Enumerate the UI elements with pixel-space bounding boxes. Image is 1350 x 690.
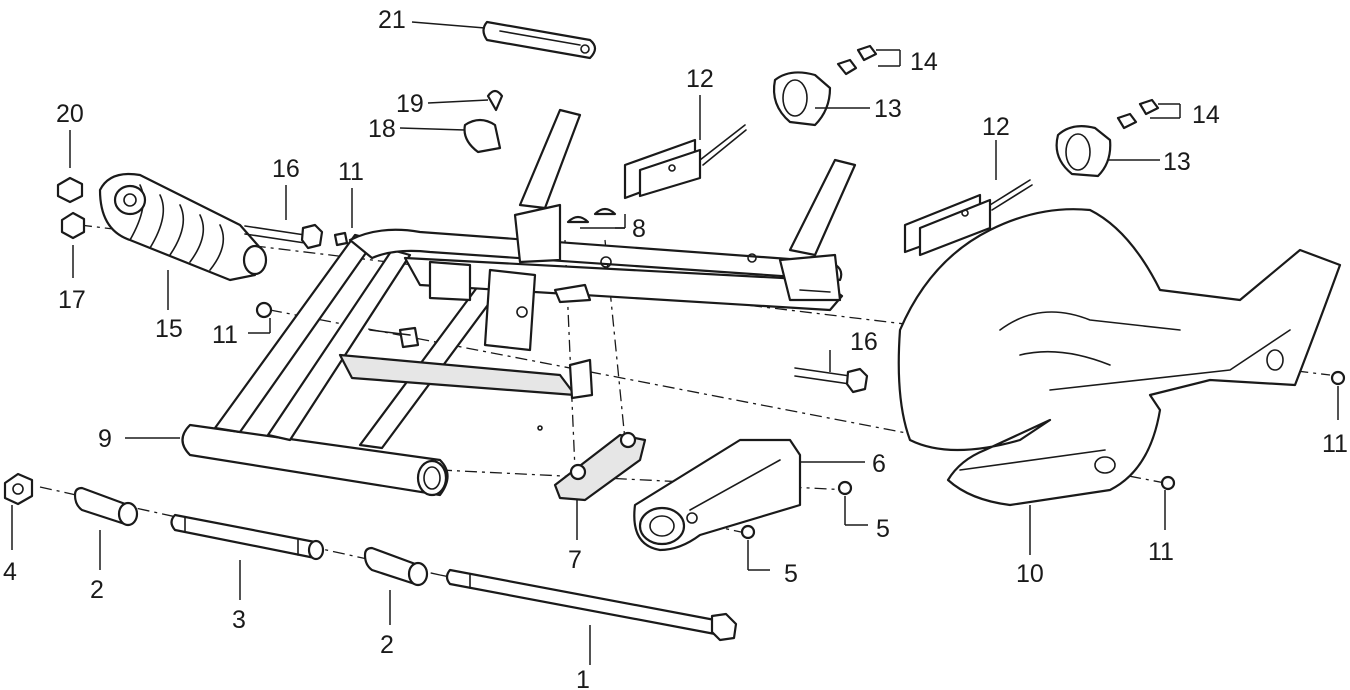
label-1: 1 xyxy=(576,666,590,690)
part-7-pad xyxy=(553,431,647,502)
label-7: 7 xyxy=(568,546,582,574)
label-14-right: 14 xyxy=(1192,101,1220,129)
label-16-upper: 16 xyxy=(272,155,300,183)
label-9: 9 xyxy=(98,425,112,453)
leader-lines xyxy=(11,21,1339,665)
part-10-fender xyxy=(897,208,1342,507)
label-2-left: 2 xyxy=(90,576,104,604)
part-3-sleeve xyxy=(170,513,325,561)
label-19: 19 xyxy=(396,90,424,118)
label-13-upper: 13 xyxy=(874,95,902,123)
part-15-shock xyxy=(98,172,268,282)
label-8: 8 xyxy=(632,215,646,243)
part-12-right-bracket xyxy=(903,179,1033,257)
part-13-14-right xyxy=(1055,98,1160,178)
part-2-bushing-right xyxy=(363,546,429,587)
label-14-upper: 14 xyxy=(910,48,938,76)
label-2-right: 2 xyxy=(380,631,394,659)
part-labels: 1 2 2 3 4 5 5 6 7 8 9 10 11 11 11 11 12 … xyxy=(3,6,1348,690)
label-16-lower: 16 xyxy=(850,328,878,356)
label-11-right: 11 xyxy=(1322,430,1348,458)
label-5-upper: 5 xyxy=(876,515,890,543)
label-11-left: 11 xyxy=(212,321,238,349)
label-21: 21 xyxy=(378,6,406,34)
label-11-bottom: 11 xyxy=(1148,538,1174,566)
label-12-upper: 12 xyxy=(686,65,714,93)
label-20: 20 xyxy=(56,100,84,128)
part-9-swingarm-frame xyxy=(181,108,857,497)
part-1-axle xyxy=(445,568,738,642)
label-4: 4 xyxy=(3,558,17,586)
label-18: 18 xyxy=(368,115,396,143)
part-2-bushing-left xyxy=(73,486,139,527)
label-10: 10 xyxy=(1016,560,1044,588)
part-12-upper-bracket xyxy=(623,124,747,200)
part-21-pin xyxy=(482,20,597,60)
label-11-top: 11 xyxy=(338,158,364,186)
part-6-arm xyxy=(633,438,802,552)
label-13-right: 13 xyxy=(1163,148,1191,176)
label-12-right: 12 xyxy=(982,113,1010,141)
label-15: 15 xyxy=(155,315,183,343)
small-hardware xyxy=(3,89,1346,540)
part-13-14-upper xyxy=(772,44,878,127)
label-3: 3 xyxy=(232,606,246,634)
label-17: 17 xyxy=(58,286,86,314)
label-5-lower: 5 xyxy=(784,560,798,588)
label-6: 6 xyxy=(872,450,886,478)
